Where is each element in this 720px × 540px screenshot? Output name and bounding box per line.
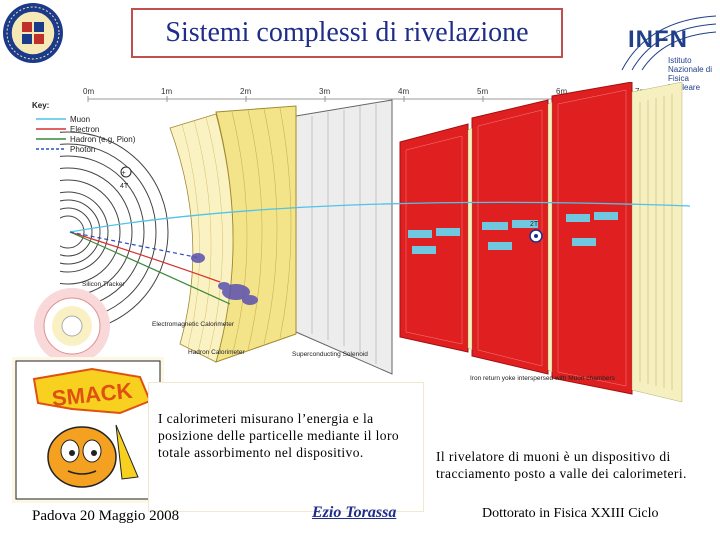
- footer-course: Dottorato in Fisica XXIII Ciclo: [482, 506, 659, 521]
- detector-cross-section-inset: [34, 288, 110, 364]
- page-title: Sistemi complessi di rivelazione: [165, 17, 529, 48]
- infn-logo-word: INFN: [628, 26, 688, 53]
- legend-label-photon: Photon: [70, 145, 95, 154]
- svg-text:+: +: [122, 170, 126, 177]
- legend-heading: Key:: [32, 101, 49, 110]
- legend: Key: Muon Electron Hadron (e.g. Pion) Ph…: [32, 101, 136, 154]
- electromagnetic-calorimeter: [169, 113, 234, 363]
- field-marker-2T: 2T: [529, 221, 543, 243]
- label-solenoid: Superconducting Solenoid: [292, 351, 368, 358]
- caption-muon-detector: Il rivelatore di muoni è un dispositivo …: [436, 449, 687, 481]
- legend-label-electron: Electron: [70, 125, 99, 134]
- caption-box: [148, 382, 424, 512]
- smack-cartoon-image: SMACK: [12, 357, 164, 503]
- scale-label: 6m: [556, 87, 567, 96]
- label-silicon-tracker: Silicon Tracker: [82, 281, 125, 288]
- scale-label: 5m: [477, 87, 488, 96]
- svg-text:2T: 2T: [530, 221, 539, 228]
- field-marker-4T: + 4T: [120, 166, 132, 190]
- infn-logo-subtitle: Istituto Nazionale di Fisica Nucleare: [668, 56, 713, 92]
- detector-diagram: 0m 1m 2m 3m 4m 5m 6m 7m Key: Muon Electr…: [32, 82, 691, 403]
- svg-text:4T: 4T: [120, 183, 129, 190]
- photon-track: [69, 231, 201, 259]
- scale-label: 4m: [398, 87, 409, 96]
- label-hcal: Hadron Calorimeter: [188, 349, 246, 356]
- infn-logo: [621, 15, 717, 71]
- title-box: Sistemi complessi di rivelazione: [131, 8, 563, 58]
- outer-chamber-hatching: [639, 94, 673, 390]
- energy-deposits: [191, 253, 258, 305]
- scale-label: 3m: [319, 87, 330, 96]
- muon-chamber-strips: [467, 82, 683, 403]
- footer-date-place: Padova 20 Maggio 2008: [32, 508, 180, 524]
- caption-calorimeters: I calorimeteri misurano l’energia e la p…: [158, 411, 399, 460]
- hadron-track: [69, 231, 231, 305]
- scale-label: 1m: [161, 87, 172, 96]
- legend-label-muon: Muon: [70, 115, 90, 124]
- legend-label-hadron: Hadron (e.g. Pion): [70, 135, 136, 144]
- footer-author: Ezio Torassa: [312, 504, 397, 521]
- scale-label: 2m: [240, 87, 251, 96]
- university-seal-logo: [3, 3, 63, 63]
- label-yoke: Iron return yoke interspersed with Muon …: [470, 375, 616, 382]
- particle-tracks: [69, 201, 691, 305]
- label-ecal: Electromagnetic Calorimeter: [152, 321, 235, 328]
- muon-track: [69, 201, 691, 233]
- scale-label: 0m: [83, 87, 94, 96]
- electron-track: [69, 231, 221, 283]
- iron-return-yoke: [399, 82, 633, 395]
